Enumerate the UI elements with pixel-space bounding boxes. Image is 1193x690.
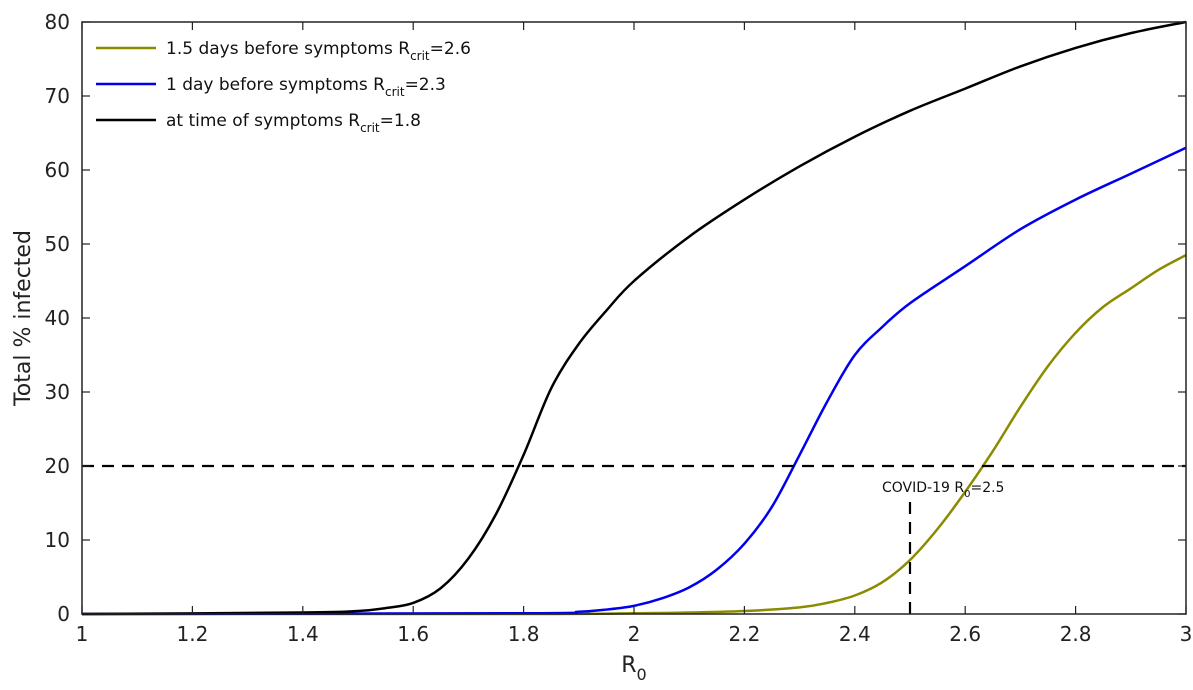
series-line-2	[81, 20, 1187, 616]
y-axis-title: Total % infected	[11, 230, 36, 407]
x-tick-label: 2	[628, 622, 641, 646]
x-tick-label: 2.6	[949, 622, 981, 646]
legend-entry-at-symptoms: at time of symptoms Rcrit=1.8	[96, 111, 421, 135]
y-tick-label: 20	[45, 454, 70, 478]
y-tick-label: 70	[45, 84, 70, 108]
x-tick-label: 3	[1180, 622, 1193, 646]
series-line-0	[81, 253, 1187, 616]
y-tick-label: 60	[45, 158, 70, 182]
y-tick-label: 0	[57, 602, 70, 626]
x-tick-label: 1.6	[397, 622, 429, 646]
legend-label: at time of symptoms Rcrit=1.8	[166, 111, 421, 135]
legend-label: 1 day before symptoms Rcrit=2.3	[166, 75, 446, 99]
y-tick-label: 40	[45, 306, 70, 330]
series-line-1	[81, 146, 1187, 616]
x-tick-label: 2.4	[839, 622, 871, 646]
covid-r0-annotation: COVID-19 R0=2.5	[882, 480, 1004, 500]
x-tick-label: 2.8	[1060, 622, 1092, 646]
y-tick-label: 50	[45, 232, 70, 256]
legend-label: 1.5 days before symptoms Rcrit=2.6	[166, 39, 471, 63]
x-axis-ticks: 1 1.2 1.4 1.6 1.8 2 2.2 2.4 2.6 2.8 3	[76, 22, 1193, 646]
reference-lines	[82, 464, 1186, 614]
y-tick-label: 30	[45, 380, 70, 404]
x-tick-label: 1.4	[287, 622, 319, 646]
y-axis-ticks: 0 10 20 30 40 50 60 70 80	[45, 10, 1186, 626]
y-tick-label: 10	[45, 528, 70, 552]
x-tick-label: 1.8	[508, 622, 540, 646]
x-tick-label: 1	[76, 622, 89, 646]
x-axis-title: R0	[621, 653, 646, 684]
legend: 1.5 days before symptoms Rcrit=2.6 1 day…	[96, 39, 471, 135]
legend-entry-1-5-days: 1.5 days before symptoms Rcrit=2.6	[96, 39, 471, 63]
legend-entry-1-day: 1 day before symptoms Rcrit=2.3	[96, 75, 446, 99]
x-tick-label: 2.2	[728, 622, 760, 646]
y-tick-label: 80	[45, 10, 70, 34]
x-tick-label: 1.2	[176, 622, 208, 646]
